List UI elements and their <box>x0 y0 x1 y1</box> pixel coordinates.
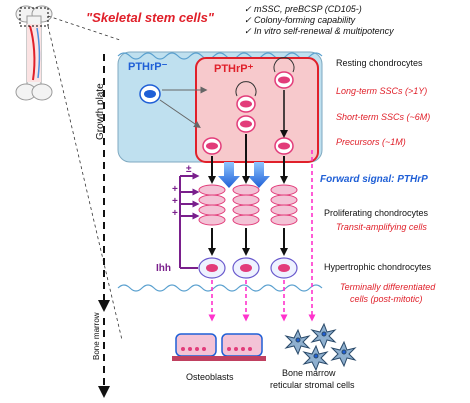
proliferating-column-3 <box>270 184 298 226</box>
pthrp-negative-label: PTHrP⁻ <box>128 61 168 73</box>
ihh-label: Ihh <box>156 263 171 274</box>
forward-signal-label: Forward signal: PTHrP <box>320 174 428 185</box>
short-term-ssc-cell <box>235 81 257 113</box>
criteria-2: ✓ Colony-forming capability <box>244 15 356 25</box>
osteoblasts-label: Osteoblasts <box>186 372 234 382</box>
differentiation-arrows <box>208 150 316 322</box>
bone-marrow-label: Bone marrow <box>92 312 101 360</box>
stromal-label-1: Bone marrow <box>282 368 336 378</box>
precursor-cell-left <box>202 137 222 155</box>
feedback-pm-label: ± <box>186 164 192 175</box>
transit-label: Transit-amplifying cells <box>336 222 427 232</box>
ihh-feedback-loop <box>179 172 200 269</box>
terminal-label-1: Terminally differentiated <box>340 282 436 292</box>
proliferating-label: Proliferating chondrocytes <box>324 208 429 218</box>
precursors-label: Precursors (~1M) <box>336 137 406 147</box>
pthrp-signal-arrows <box>218 162 270 188</box>
hypertrophic-label: Hypertrophic chondrocytes <box>324 262 432 272</box>
stromal-cells-illustration <box>284 322 357 372</box>
growth-plate-label: Growth plate <box>95 83 106 140</box>
proliferating-column-1 <box>198 184 226 226</box>
feedback-plus-1: + <box>172 184 178 195</box>
feedback-plus-3: + <box>172 208 178 219</box>
wave-bottom <box>117 284 323 292</box>
resting-label: Resting chondrocytes <box>336 58 423 68</box>
precursor-cell-right <box>274 137 294 155</box>
criteria-3: ✓ In vitro self-renewal & multipotency <box>244 26 394 36</box>
bone-icon <box>15 5 53 101</box>
short-term-ssc-cell-2 <box>236 115 256 133</box>
hypertrophic-cells <box>198 257 298 279</box>
terminal-label-2: cells (post-mitotic) <box>350 294 423 304</box>
feedback-plus-2: + <box>172 196 178 207</box>
stromal-label-2: reticular stromal cells <box>270 380 355 390</box>
proliferating-column-2 <box>232 184 260 226</box>
criteria-1: ✓ mSSC, preBCSP (CD105-) <box>244 4 362 14</box>
pthrp-positive-label: PTHrP⁺ <box>214 63 254 75</box>
pthrp-negative-cell <box>139 84 161 104</box>
short-term-label: Short-term SSCs (~6M) <box>336 112 431 122</box>
long-term-label: Long-term SSCs (>1Y) <box>336 86 428 96</box>
wave-top <box>117 52 323 60</box>
long-term-ssc-cell <box>273 57 295 89</box>
header-title: "Skeletal stem cells" <box>86 10 214 25</box>
osteoblasts-illustration <box>172 333 266 361</box>
